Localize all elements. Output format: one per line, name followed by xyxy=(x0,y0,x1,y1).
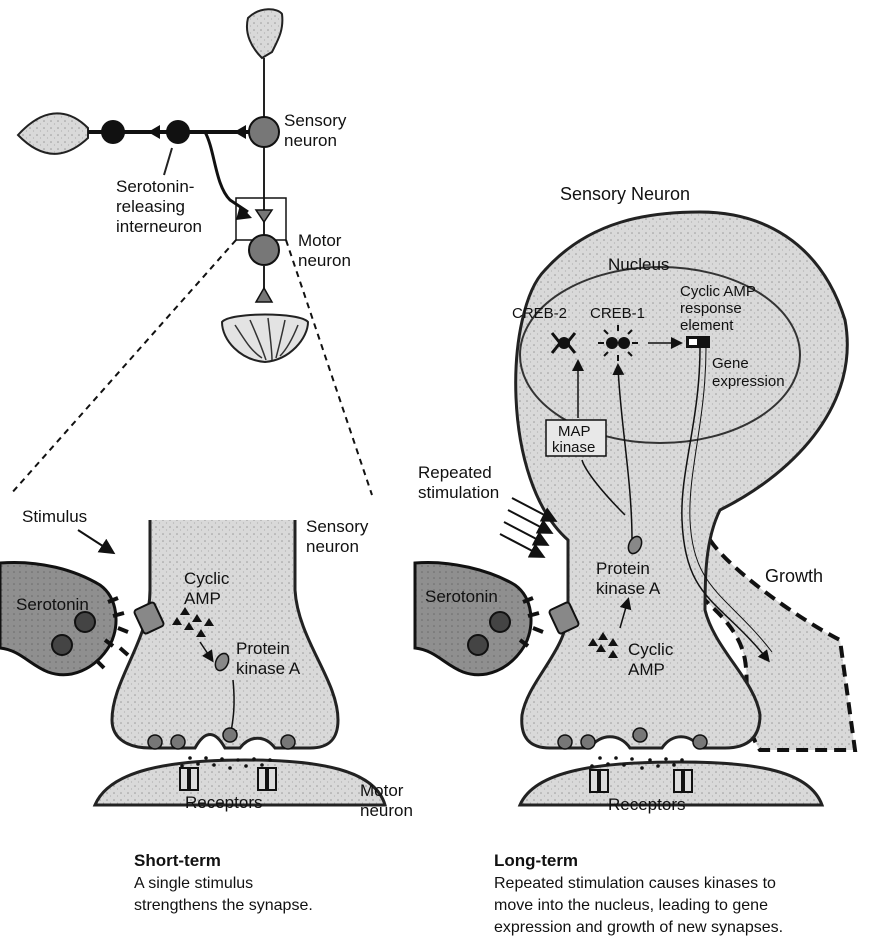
lt-response-element-mark xyxy=(689,339,697,345)
lt-gene-expression-label-2: expression xyxy=(712,373,785,390)
st-vesicle-1 xyxy=(75,612,95,632)
synapse-terminal-1 xyxy=(148,125,160,139)
interneuron-cell xyxy=(166,120,190,144)
st-camp-label-2: AMP xyxy=(184,589,221,608)
lt-sensory-title: Sensory Neuron xyxy=(560,184,690,204)
st-serotonin-terminal xyxy=(0,562,116,674)
lt-caption-line-3: expression and growth of new synapses. xyxy=(494,919,783,936)
lt-element-label-2: response xyxy=(680,300,742,317)
circuit-motor-label-1: Motor xyxy=(298,231,342,250)
tail-tissue xyxy=(18,113,88,153)
st-caption-title: Short-term xyxy=(134,851,221,870)
lt-kinase-label-1: Protein xyxy=(596,559,650,578)
sensory-neuron-soma xyxy=(249,117,279,147)
motor-terminal xyxy=(256,288,272,302)
lt-map-label-1: MAP xyxy=(558,423,591,440)
circuit-sensory-label-1: Sensory xyxy=(284,111,347,130)
lt-creb2-body xyxy=(558,337,570,349)
st-kinase-label-2: kinase A xyxy=(236,659,301,678)
lt-growth-label: Growth xyxy=(765,566,823,586)
st-caption-line-1: A single stimulus xyxy=(134,875,253,892)
circuit-motor-label-2: neuron xyxy=(298,251,351,270)
st-serotonin-label: Serotonin xyxy=(16,595,89,614)
lt-map-label-2: kinase xyxy=(552,439,595,456)
lt-repeated-label-2: stimulation xyxy=(418,483,499,502)
lt-creb1-label: CREB-1 xyxy=(590,305,645,322)
st-kinase-label-1: Protein xyxy=(236,639,290,658)
lt-nucleus-label: Nucleus xyxy=(608,255,669,274)
lt-element-label-1: Cyclic AMP xyxy=(680,283,756,300)
zoom-line-left xyxy=(10,240,236,495)
interneuron-label-2: releasing xyxy=(116,197,185,216)
lt-vesicle-2 xyxy=(468,635,488,655)
zoom-line-right xyxy=(286,240,372,495)
short-term-panel: Stimulus Serotonin Sensory neuron Cyclic… xyxy=(0,507,413,820)
interneuron-branch xyxy=(205,132,248,212)
lt-creb1-icon xyxy=(598,325,638,361)
lt-camp-label-1: Cyclic xyxy=(628,640,674,659)
synapse-terminal-2 xyxy=(234,125,246,139)
st-camp-label-1: Cyclic xyxy=(184,569,230,588)
lt-element-label-3: element xyxy=(680,317,734,334)
interneuron-pointer xyxy=(164,148,172,175)
st-motor-label-2: neuron xyxy=(360,801,413,820)
st-vesicle-2 xyxy=(52,635,72,655)
neural-circuit: Sensory neuron Serotonin- releasing inte… xyxy=(10,9,372,495)
circuit-sensory-label-2: neuron xyxy=(284,131,337,150)
lt-vesicle-1 xyxy=(490,612,510,632)
interneuron-label-3: interneuron xyxy=(116,217,202,236)
motor-neuron-soma xyxy=(249,235,279,265)
lt-gene-expression-label-1: Gene xyxy=(712,355,749,372)
st-receptors-label: Receptors xyxy=(185,793,262,812)
interneuron-label-1: Serotonin- xyxy=(116,177,194,196)
lt-receptors-label: Receptors xyxy=(608,795,685,814)
lt-camp-label-2: AMP xyxy=(628,660,665,679)
st-sensory-label-1: Sensory xyxy=(306,517,369,536)
long-term-panel: Sensory Neuron Nucleus CREB-2 CREB-1 Cyc… xyxy=(415,184,855,814)
sensory-terminal xyxy=(256,210,272,222)
lt-serotonin-terminal xyxy=(415,562,531,674)
lt-repeated-label-1: Repeated xyxy=(418,463,492,482)
lt-creb2-label: CREB-2 xyxy=(512,305,567,322)
neuron-cell-1 xyxy=(101,120,125,144)
st-caption-line-2: strengthens the synapse. xyxy=(134,897,313,914)
st-motor-label-1: Motor xyxy=(360,781,404,800)
lt-serotonin-label: Serotonin xyxy=(425,587,498,606)
st-sensory-label-2: neuron xyxy=(306,537,359,556)
siphon-tissue xyxy=(247,9,282,58)
lt-caption-line-1: Repeated stimulation causes kinases to xyxy=(494,875,776,892)
st-stimulus-arrow xyxy=(78,530,112,552)
lt-kinase-label-2: kinase A xyxy=(596,579,661,598)
st-stimulus-label: Stimulus xyxy=(22,507,87,526)
lt-caption-line-2: move into the nucleus, leading to gene xyxy=(494,897,768,914)
captions: Short-term A single stimulus strengthens… xyxy=(134,851,783,936)
lt-caption-title: Long-term xyxy=(494,851,578,870)
